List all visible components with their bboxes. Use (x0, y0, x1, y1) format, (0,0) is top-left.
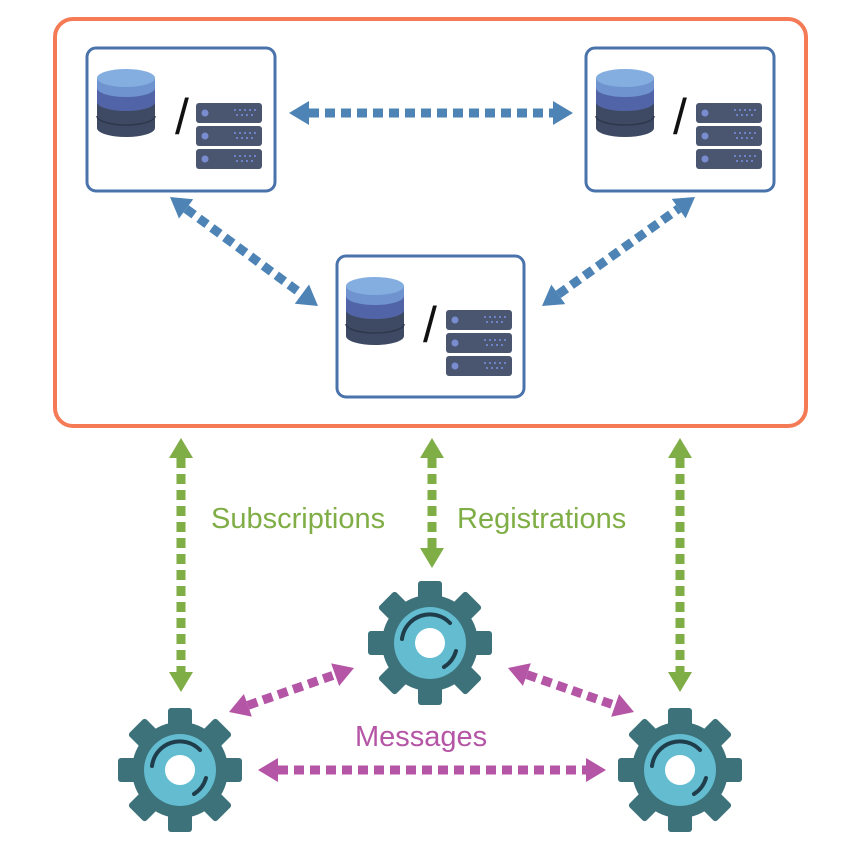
registry-node-right: / (584, 46, 776, 193)
service-gear-icon-center (366, 579, 494, 707)
subscriptions-arrow (169, 438, 193, 692)
database-icon (345, 276, 405, 346)
message-arrow-bottom (258, 758, 606, 782)
registry-node-center: / (335, 254, 526, 399)
registrations-arrow-center (420, 438, 444, 568)
server-rack-icon (446, 310, 512, 376)
registry-cluster-box (53, 17, 808, 428)
database-icon (96, 68, 156, 138)
message-arrow-right (508, 663, 634, 717)
server-rack-icon (696, 103, 762, 169)
database-icon (595, 68, 655, 138)
messages-label: Messages (355, 721, 487, 753)
server-rack-icon (196, 103, 262, 169)
service-gear-icon-left (116, 706, 244, 834)
cluster-arrow-left (170, 197, 318, 306)
service-gear-icon-right (616, 706, 744, 834)
node-separator: / (423, 297, 437, 353)
registrations-arrow-right (668, 438, 692, 692)
cluster-arrow-top (289, 101, 573, 125)
node-separator: / (175, 89, 189, 145)
node-separator: / (673, 89, 687, 145)
registrations-label: Registrations (457, 503, 626, 535)
message-arrow-left (229, 663, 354, 717)
registry-node-left: / (85, 46, 277, 193)
cluster-arrow-right (542, 197, 695, 306)
subscriptions-label: Subscriptions (211, 503, 385, 535)
